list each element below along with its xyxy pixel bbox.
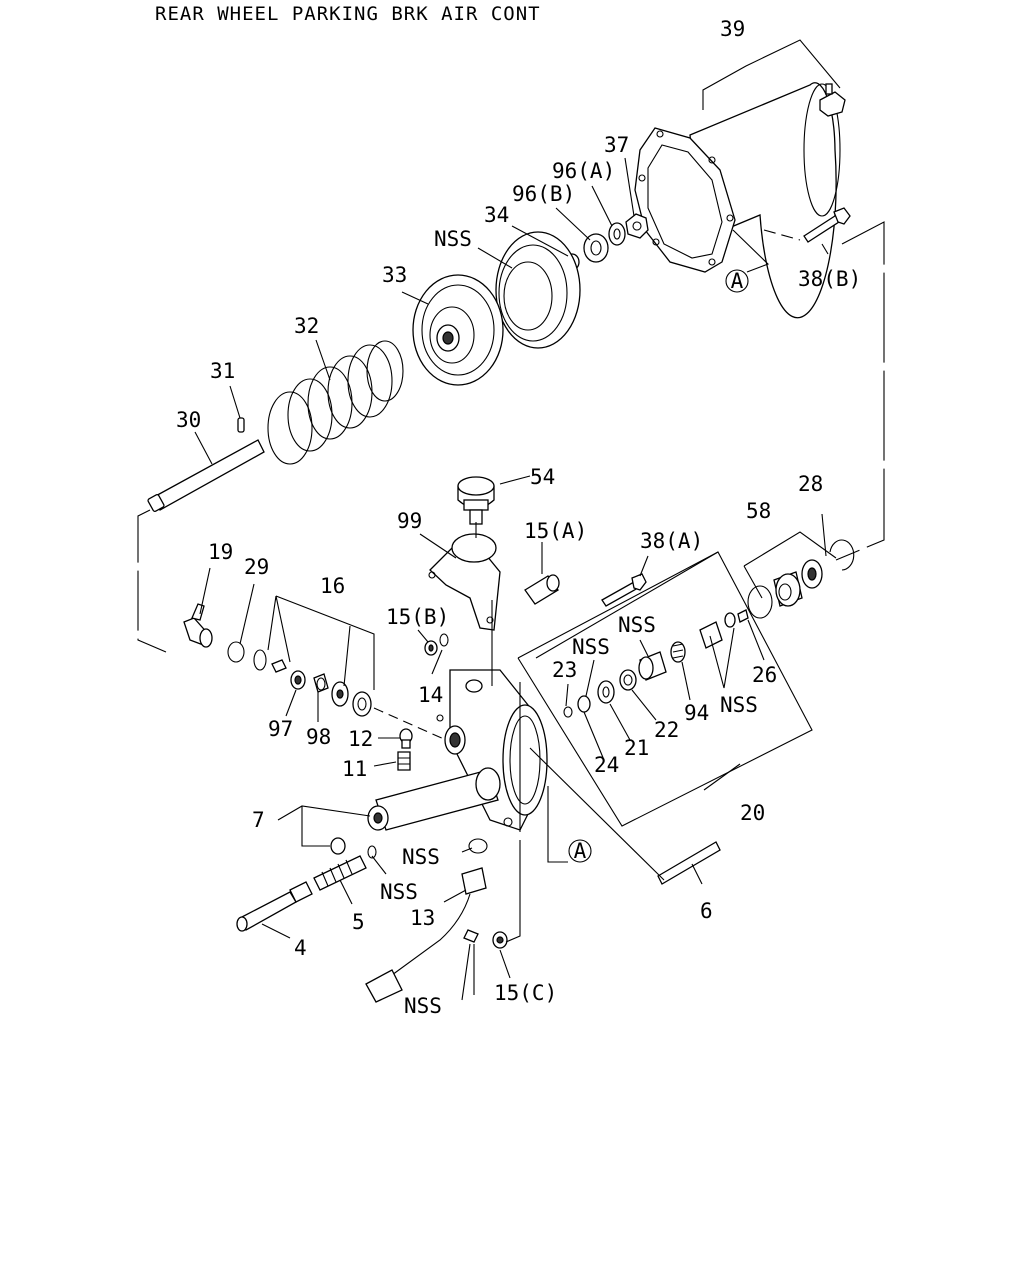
- label-20: 20: [740, 801, 765, 825]
- stud-6: [657, 841, 721, 885]
- label-22: 22: [654, 718, 679, 742]
- valve-11: [397, 751, 411, 771]
- svg-text:A: A: [731, 269, 744, 293]
- label-98: 98: [306, 725, 331, 749]
- label-28: 28: [798, 472, 823, 496]
- label-32: 32: [294, 314, 319, 338]
- label-38b: 38(B): [798, 267, 861, 291]
- brake-chamber-39: [634, 82, 846, 319]
- diagram-title: REAR WHEEL PARKING BRK AIR CONT: [155, 3, 541, 25]
- label-nss-mid3: NSS: [720, 693, 758, 717]
- label-94: 94: [684, 701, 709, 725]
- label-99: 99: [397, 509, 422, 533]
- label-30: 30: [176, 408, 201, 432]
- rod-30: [147, 439, 265, 512]
- pin-31: [237, 417, 245, 433]
- label-31: 31: [210, 359, 235, 383]
- label-16: 16: [320, 574, 345, 598]
- label-15a: 15(A): [524, 519, 587, 543]
- seal-kit-16: [253, 649, 372, 717]
- diaphragm: [495, 231, 581, 349]
- piston-33: [412, 274, 504, 386]
- valve-kit-20-parts: [563, 609, 749, 718]
- retaining-ring-28: [829, 539, 855, 571]
- label-97: 97: [268, 717, 293, 741]
- label-23: 23: [552, 658, 577, 682]
- leader-lines: [137, 39, 885, 1001]
- label-4: 4: [294, 936, 307, 960]
- label-39: 39: [720, 17, 745, 41]
- label-54: 54: [530, 465, 555, 489]
- label-nss-top: NSS: [434, 227, 472, 251]
- label-11: 11: [342, 757, 367, 781]
- seal-58: [747, 559, 823, 619]
- label-26: 26: [752, 663, 777, 687]
- label-58: 58: [746, 499, 771, 523]
- label-nss-low2: NSS: [380, 880, 418, 904]
- valve-body: [367, 669, 548, 831]
- label-6: 6: [700, 899, 713, 923]
- label-19: 19: [208, 540, 233, 564]
- label-nss-low1: NSS: [402, 845, 440, 869]
- washer-96b: [583, 233, 609, 263]
- washer-14: [439, 633, 449, 647]
- label-14: 14: [418, 683, 443, 707]
- label-15c: 15(C): [494, 981, 557, 1005]
- label-96a: 96(A): [552, 159, 615, 183]
- spacer-15a: [524, 574, 560, 605]
- part-labels: 39 37 96(A) 96(B) 34 NSS 33 32 31 30 38(…: [176, 17, 861, 1018]
- label-33: 33: [382, 263, 407, 287]
- cap-54: [457, 476, 495, 525]
- label-5: 5: [352, 910, 365, 934]
- washer-96a: [608, 222, 626, 246]
- plug-7: [330, 837, 346, 855]
- label-12: 12: [348, 727, 373, 751]
- bolt-38b: [803, 207, 851, 243]
- seal-98: [313, 673, 329, 693]
- label-38a: 38(A): [640, 529, 703, 553]
- ring-29: [227, 641, 245, 663]
- label-15b: 15(B): [386, 605, 449, 629]
- label-37: 37: [604, 133, 629, 157]
- plug-12: [399, 728, 413, 749]
- washer-15b: [424, 640, 438, 656]
- reference-mark-a-bottom: A: [568, 839, 592, 863]
- svg-text:A: A: [574, 839, 587, 863]
- label-nss-mid1: NSS: [572, 635, 610, 659]
- label-24: 24: [594, 753, 619, 777]
- spring-32: [267, 340, 404, 465]
- seal-97: [290, 670, 306, 690]
- tube-4: [236, 881, 313, 932]
- switch-13: [365, 838, 488, 1003]
- label-21: 21: [624, 736, 649, 760]
- label-7: 7: [252, 808, 265, 832]
- label-34: 34: [484, 203, 509, 227]
- clip-15c: [492, 931, 508, 949]
- bolt-38a: [601, 573, 647, 607]
- label-nss-low3: NSS: [404, 994, 442, 1018]
- fitting-19: [183, 603, 213, 648]
- nut-37: [625, 213, 649, 239]
- bracket-99: [428, 533, 501, 631]
- label-96b: 96(B): [512, 182, 575, 206]
- reference-mark-a-top: A: [725, 269, 749, 293]
- label-29: 29: [244, 555, 269, 579]
- label-nss-mid2: NSS: [618, 613, 656, 637]
- label-13: 13: [410, 906, 435, 930]
- spring-5: [313, 845, 377, 891]
